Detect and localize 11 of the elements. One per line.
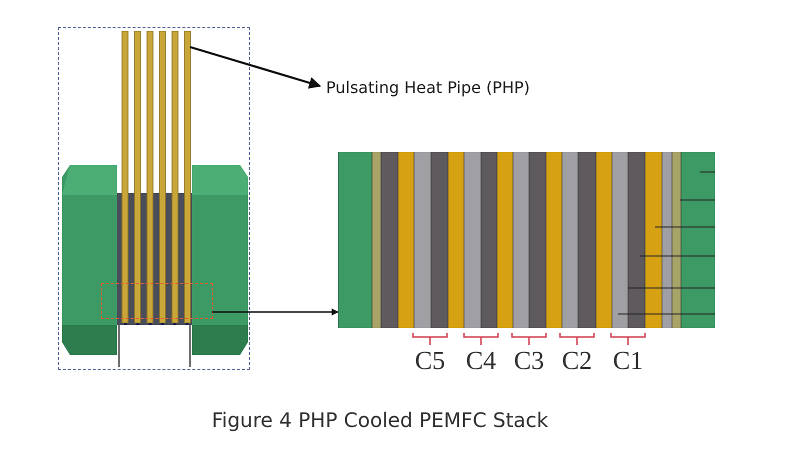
cell-label: C1 — [612, 346, 644, 376]
detail-region-outline — [101, 283, 213, 319]
callout-text: Pulsating Heat Pipe (PHP) — [326, 78, 530, 96]
arrow — [190, 46, 322, 89]
figure-caption: Figure 4 PHP Cooled PEMFC Stack — [210, 408, 550, 432]
arrow — [212, 308, 339, 316]
cell-label: C3 — [512, 346, 546, 376]
dashed-frame — [58, 27, 250, 370]
cell-label: C4 — [464, 346, 498, 376]
cell-label: C5 — [414, 346, 446, 376]
cell-label: C2 — [560, 346, 594, 376]
